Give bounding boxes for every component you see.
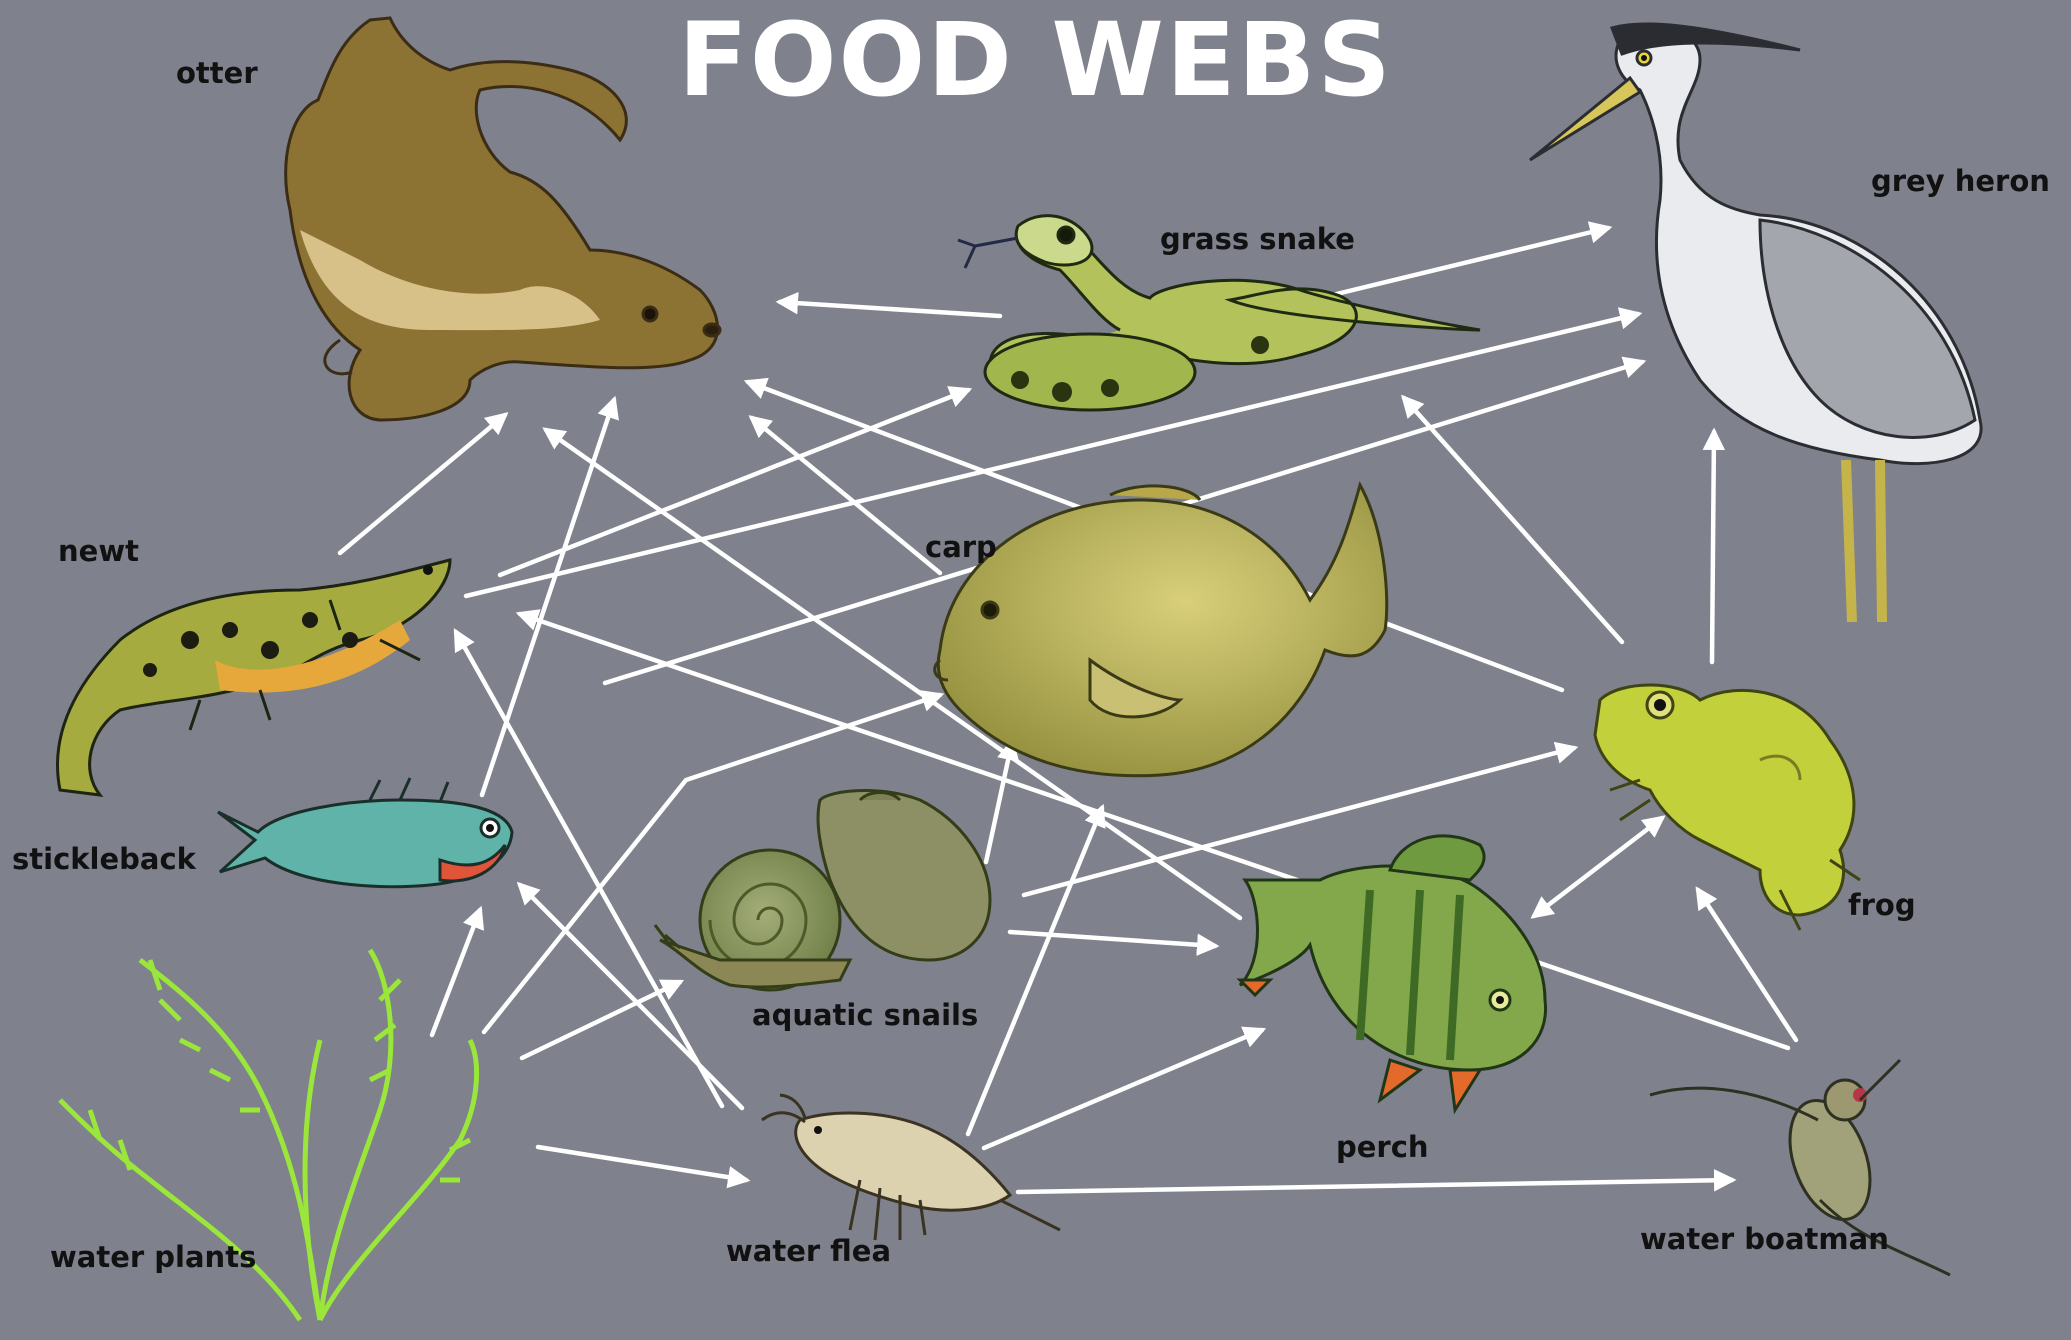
- stickleback-illustration: [218, 778, 512, 887]
- water-flea-illustration: [762, 1095, 1060, 1240]
- label-carp: carp: [925, 530, 997, 564]
- label-grey-heron: grey heron: [1871, 164, 2050, 198]
- page-title: FOOD WEBS: [0, 0, 2071, 120]
- arrow-newt-to-grass-snake: [500, 390, 968, 575]
- label-perch: perch: [1336, 1130, 1429, 1164]
- label-otter: otter: [176, 56, 258, 90]
- arrow-perch-frog-double: [1534, 818, 1662, 916]
- newt-illustration: [58, 560, 451, 795]
- label-water-boatman: water boatman: [1640, 1222, 1889, 1256]
- label-water-plants: water plants: [50, 1240, 256, 1274]
- label-frog: frog: [1848, 888, 1916, 922]
- arrow-plants-to-stickleback: [432, 910, 480, 1035]
- arrow-water-flea-to-newt: [456, 632, 722, 1106]
- aquatic-snails-illustration: [655, 791, 990, 990]
- label-newt: newt: [58, 534, 139, 568]
- arrow-plants-to-water-flea: [538, 1147, 746, 1180]
- arrow-snails-to-carp: [986, 742, 1012, 862]
- arrow-snails-to-perch: [1010, 932, 1215, 946]
- arrow-grass-snake-to-heron: [1312, 228, 1608, 300]
- label-grass-snake: grass snake: [1160, 222, 1355, 256]
- arrow-water-flea-to-perch: [984, 1030, 1262, 1148]
- arrow-frog-to-heron: [1712, 432, 1714, 662]
- label-water-flea: water flea: [726, 1234, 891, 1268]
- arrow-grass-snake-to-otter: [780, 302, 1000, 316]
- arrow-newt-to-otter: [340, 415, 505, 553]
- label-stickleback: stickleback: [12, 842, 196, 876]
- frog-illustration: [1595, 685, 1860, 930]
- arrow-stickleback-to-otter: [482, 400, 614, 795]
- label-aquatic-snails: aquatic snails: [752, 998, 978, 1032]
- arrow-water-flea-to-water-boatman: [1018, 1180, 1732, 1192]
- arrow-frog-to-grass-snake: [1404, 398, 1622, 642]
- carp-illustration: [935, 485, 1387, 776]
- arrow-carp-to-otter: [752, 418, 940, 573]
